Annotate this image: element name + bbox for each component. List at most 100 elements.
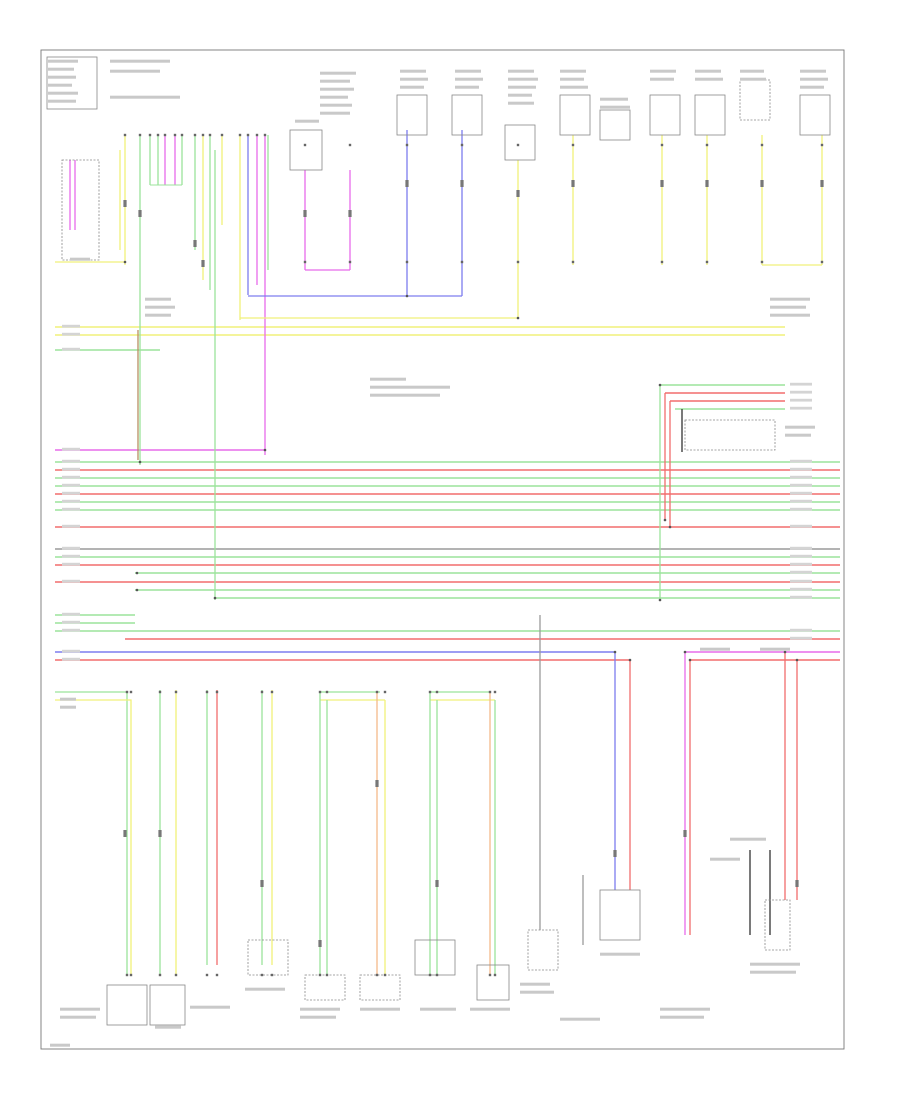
illegible-label bbox=[750, 962, 800, 966]
wire-color-code bbox=[62, 475, 80, 479]
wire-id-marker bbox=[516, 190, 520, 197]
pin-marker bbox=[158, 690, 162, 694]
wire-color-code bbox=[790, 554, 812, 558]
illegible-label bbox=[48, 99, 76, 103]
wire-color-code bbox=[62, 483, 80, 487]
illegible-label bbox=[48, 59, 78, 63]
illegible-label bbox=[730, 837, 766, 841]
pin-marker bbox=[405, 143, 409, 147]
wire-color-code bbox=[62, 459, 80, 463]
pin-marker bbox=[760, 260, 764, 264]
pin-marker bbox=[760, 143, 764, 147]
wire-color-code bbox=[62, 649, 80, 653]
pin-marker bbox=[571, 143, 575, 147]
illegible-label bbox=[48, 75, 76, 79]
splice-dot bbox=[516, 316, 520, 320]
illegible-label bbox=[600, 105, 630, 109]
illegible-label bbox=[785, 433, 811, 437]
splice-dot bbox=[688, 658, 692, 662]
wire-color-code bbox=[790, 499, 812, 503]
illegible-label bbox=[300, 1015, 336, 1019]
illegible-label bbox=[800, 77, 828, 81]
switch-box bbox=[684, 419, 776, 451]
wire-color-code bbox=[790, 406, 812, 410]
pin-marker bbox=[516, 143, 520, 147]
wire-color-code bbox=[790, 636, 812, 640]
connector-layer bbox=[123, 133, 824, 977]
illegible-label bbox=[740, 69, 764, 73]
illegible-label bbox=[455, 85, 479, 89]
illegible-label bbox=[370, 385, 450, 389]
illegible-label bbox=[560, 1017, 600, 1021]
pin-marker bbox=[660, 260, 664, 264]
pin-marker bbox=[325, 973, 329, 977]
illegible-label bbox=[145, 313, 171, 317]
illegible-label bbox=[50, 1043, 70, 1047]
pin-marker bbox=[205, 973, 209, 977]
pin-marker bbox=[174, 973, 178, 977]
lower-module-box bbox=[149, 984, 186, 1026]
illegible-label bbox=[560, 69, 586, 73]
pin-marker bbox=[238, 133, 242, 137]
pin-marker bbox=[260, 973, 264, 977]
diagram-frame bbox=[40, 49, 845, 1050]
lower-module-box bbox=[106, 984, 148, 1026]
splice-dot bbox=[123, 260, 127, 264]
illegible-label bbox=[710, 857, 740, 861]
illegible-label bbox=[295, 119, 319, 123]
wire-color-code bbox=[62, 657, 80, 661]
wire-layer bbox=[55, 130, 840, 975]
pin-marker bbox=[516, 260, 520, 264]
illegible-label bbox=[508, 77, 538, 81]
illegible-label bbox=[770, 305, 806, 309]
pin-marker bbox=[460, 260, 464, 264]
illegible-label bbox=[508, 69, 534, 73]
pin-marker bbox=[820, 260, 824, 264]
illegible-label bbox=[400, 69, 426, 73]
illegible-label bbox=[695, 77, 723, 81]
wire-id-marker bbox=[435, 880, 439, 887]
illegible-label bbox=[320, 103, 352, 107]
pin-marker bbox=[201, 133, 205, 137]
illegible-label bbox=[470, 1007, 510, 1011]
illegible-label bbox=[60, 705, 76, 709]
splice-dot bbox=[613, 650, 617, 654]
illegible-label bbox=[750, 970, 796, 974]
label-layer bbox=[48, 59, 828, 1047]
illegible-label bbox=[695, 69, 721, 73]
wire-color-code bbox=[790, 587, 812, 591]
illegible-label bbox=[600, 97, 628, 101]
pin-marker bbox=[129, 973, 133, 977]
illegible-label bbox=[360, 1007, 400, 1011]
illegible-label bbox=[110, 69, 160, 73]
pin-marker bbox=[215, 973, 219, 977]
wire-id-marker bbox=[201, 260, 205, 267]
pin-marker bbox=[193, 133, 197, 137]
wire-id-marker bbox=[158, 830, 162, 837]
pin-marker bbox=[375, 973, 379, 977]
illegible-label bbox=[60, 1007, 100, 1011]
lower-module-box bbox=[359, 974, 401, 1001]
illegible-label bbox=[110, 95, 180, 99]
wire-color-code bbox=[790, 390, 812, 394]
pin-marker bbox=[303, 260, 307, 264]
pin-marker bbox=[123, 133, 127, 137]
wire-color-code bbox=[62, 491, 80, 495]
pin-marker bbox=[428, 690, 432, 694]
illegible-label bbox=[190, 1005, 230, 1009]
pin-marker bbox=[705, 143, 709, 147]
wire-id-marker bbox=[760, 180, 764, 187]
wire-id-marker bbox=[193, 240, 197, 247]
wire-color-code bbox=[790, 398, 812, 402]
wire-id-marker bbox=[705, 180, 709, 187]
wire-color-code bbox=[790, 570, 812, 574]
pin-marker bbox=[383, 690, 387, 694]
sensor-box bbox=[694, 94, 726, 136]
wire-id-marker bbox=[795, 880, 799, 887]
sensor-box bbox=[289, 129, 323, 171]
component-layer bbox=[46, 56, 831, 1026]
wire-color-code bbox=[62, 447, 80, 451]
pin-marker bbox=[156, 133, 160, 137]
pin-marker bbox=[375, 690, 379, 694]
lower-module-box bbox=[599, 889, 641, 941]
